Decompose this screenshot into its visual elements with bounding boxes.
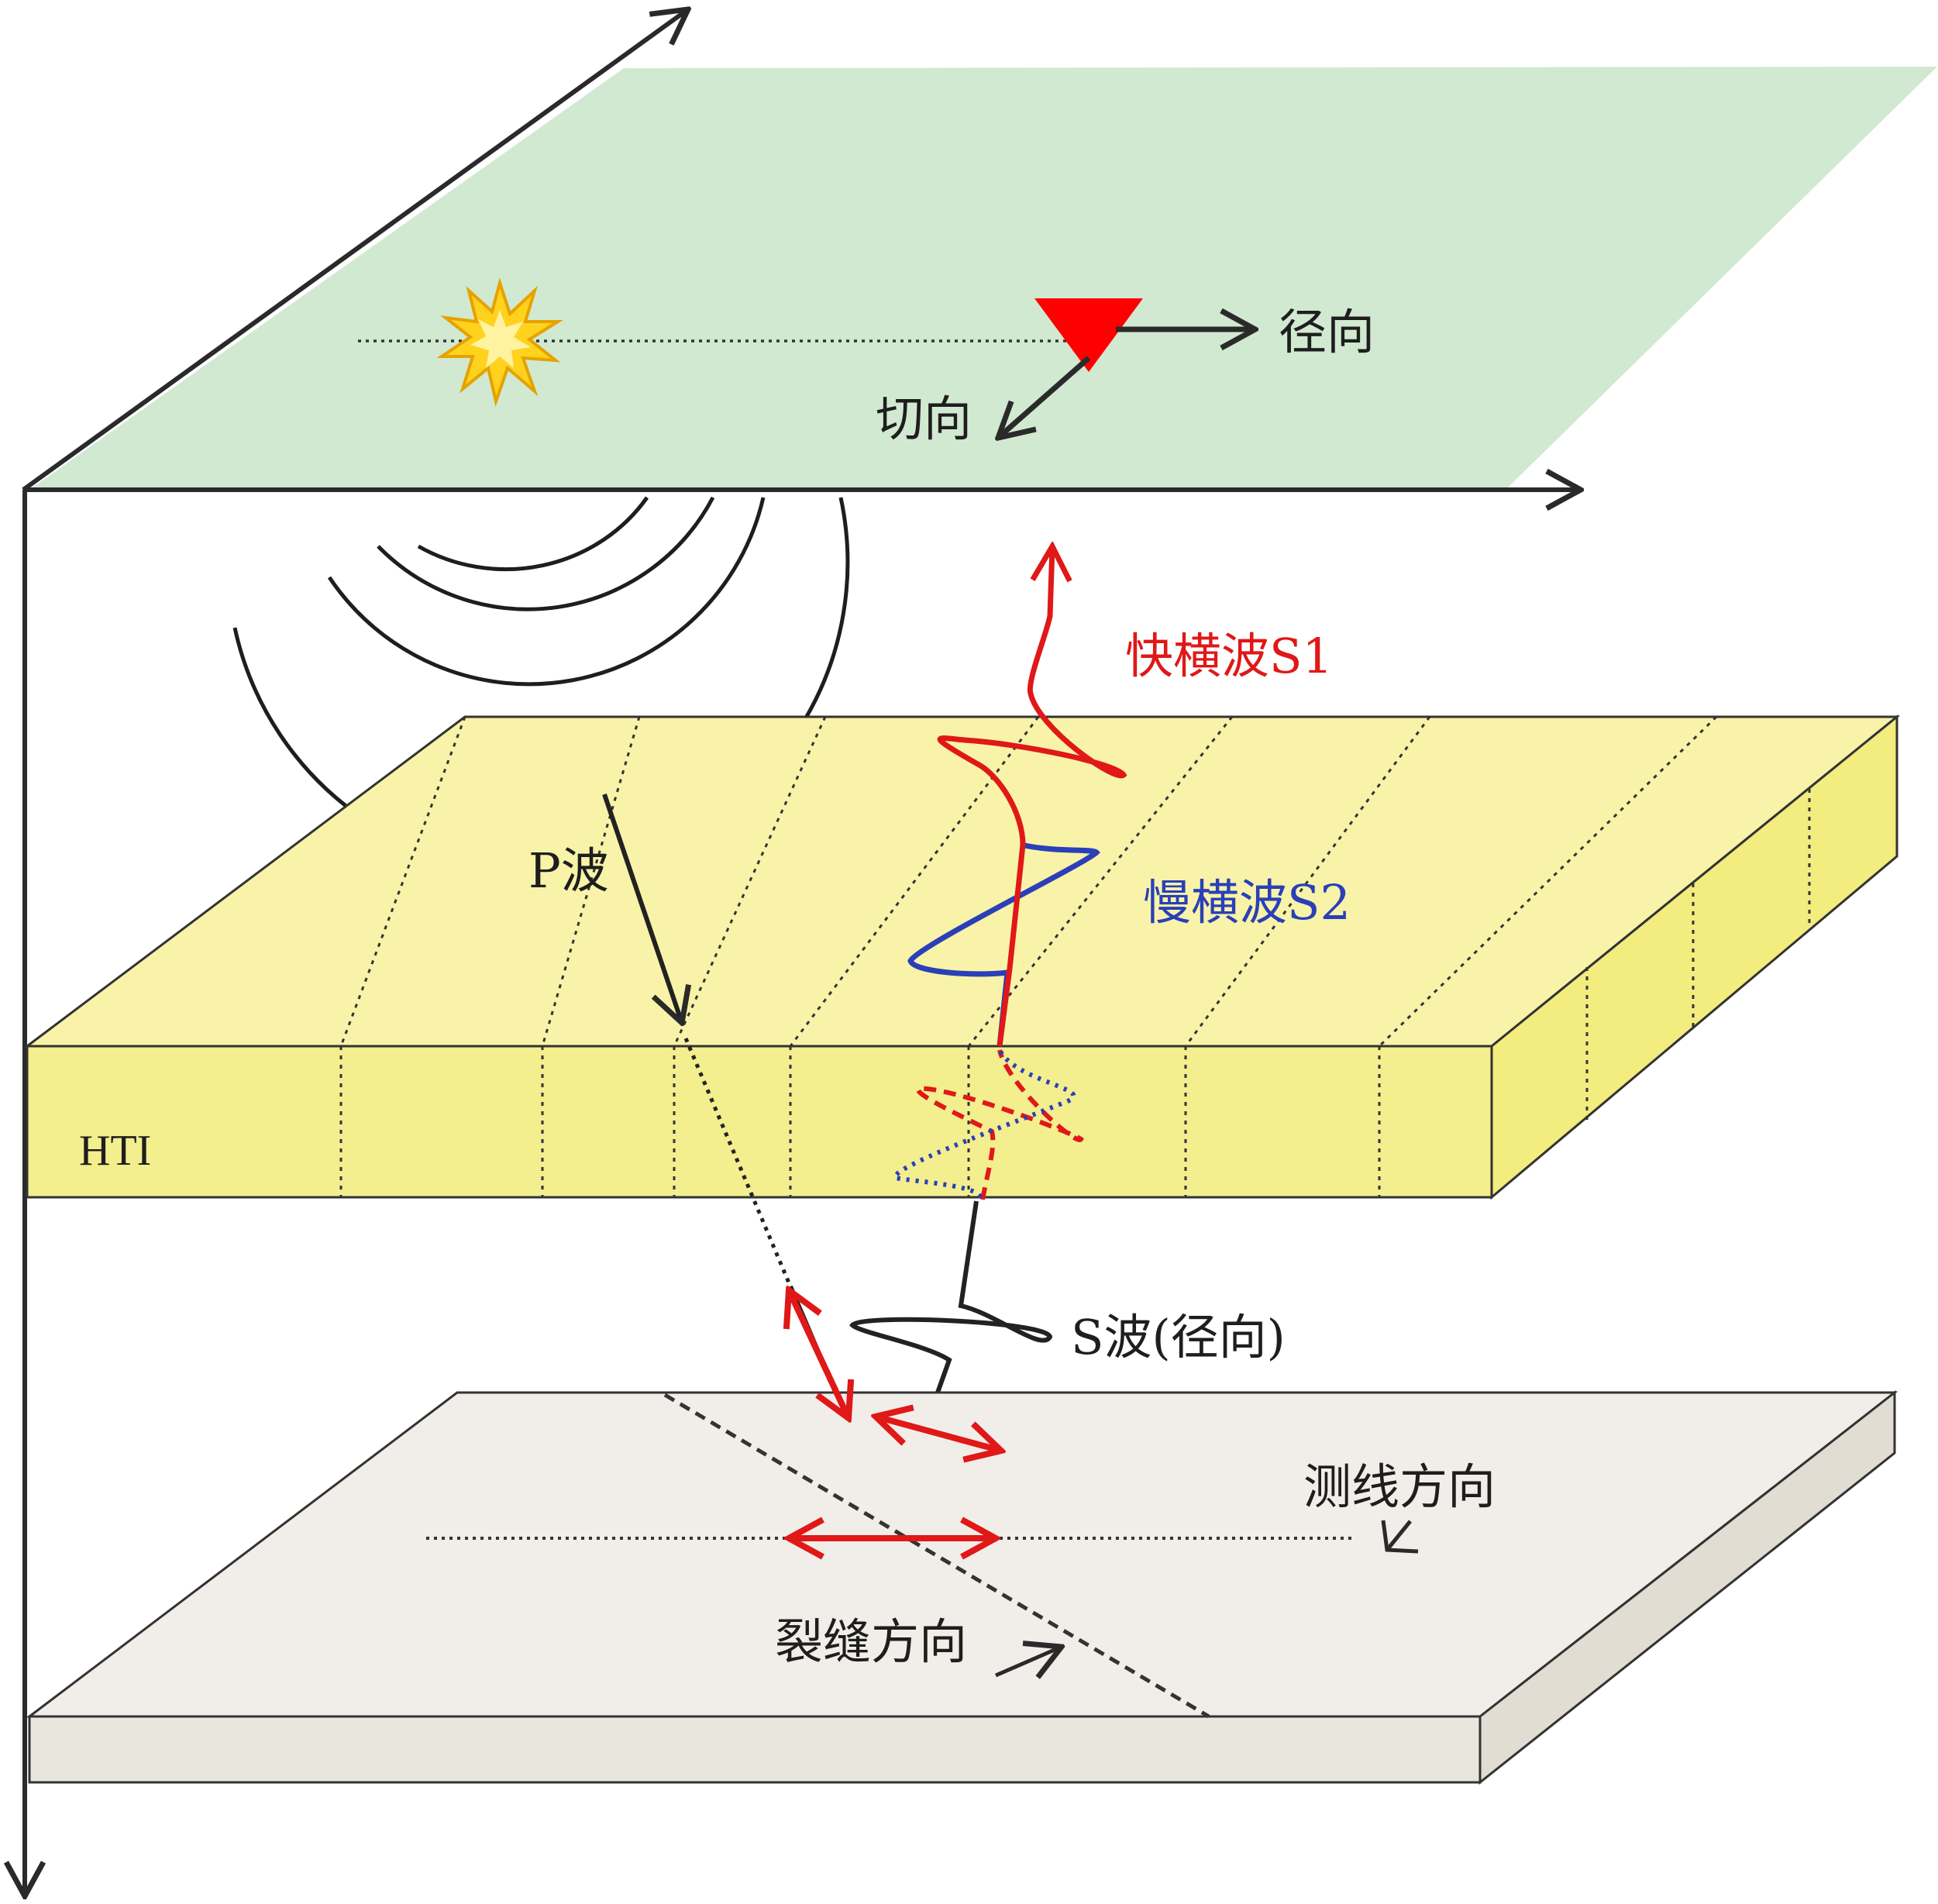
hti-fracture-top-6 — [1378, 715, 1718, 1048]
hti-fracture-top-3 — [789, 716, 1040, 1047]
label-fast-shear: 快横波S1 — [1125, 628, 1333, 684]
polarization-arrows — [789, 1290, 1001, 1538]
fast-wave-s1 — [937, 546, 1127, 1047]
hti-fracture-top-1 — [541, 716, 641, 1047]
polarization-arrow-ray — [789, 1290, 849, 1418]
reflector-fracture-line — [663, 1393, 1210, 1719]
slow-wave-s2 — [907, 842, 1100, 1047]
triangle-icon — [1034, 298, 1143, 372]
label-fracture-direction: 裂缝方向 — [775, 1613, 967, 1670]
hti-fracture-lines — [339, 715, 1811, 1197]
axis-diagonal — [22, 9, 688, 492]
tangential-arrow — [998, 356, 1091, 438]
surface-plane — [29, 67, 1937, 490]
reflector-front-face — [28, 1715, 1482, 1784]
s-wave-ray — [849, 1200, 1053, 1524]
hti-fracture-top-5 — [1184, 716, 1431, 1047]
reflector-layer — [26, 1389, 1898, 1785]
hti-side-face — [1490, 714, 1898, 1200]
label-survey-line-direction: 测线方向 — [1303, 1458, 1496, 1515]
coordinate-axes — [23, 9, 1581, 1896]
label-p-wave: P波 — [528, 842, 609, 899]
label-tangential: 切向 — [876, 391, 972, 447]
fast-wave-dashed — [915, 1049, 1084, 1200]
hti-front-face — [26, 1045, 1493, 1199]
source-starburst-icon — [436, 277, 564, 408]
hti-fracture-top-0 — [339, 716, 466, 1047]
reflector-side-face — [1478, 1389, 1896, 1785]
surface-fill — [29, 67, 1937, 490]
polarization-arrow-diag — [876, 1417, 1001, 1451]
slow-wave-dotted — [893, 1048, 1076, 1199]
survey-direction-arrow — [1386, 1520, 1412, 1551]
hti-layer — [23, 714, 1901, 1200]
fracture-direction-arrow — [995, 1647, 1062, 1675]
label-hti: HTI — [79, 1127, 151, 1175]
survey-direction-arrowhead — [1381, 1520, 1419, 1554]
label-slow-shear: 慢横波S2 — [1143, 874, 1351, 931]
label-radial: 径向 — [1279, 304, 1375, 360]
label-s-wave-radial: S波(径向) — [1071, 1309, 1286, 1365]
